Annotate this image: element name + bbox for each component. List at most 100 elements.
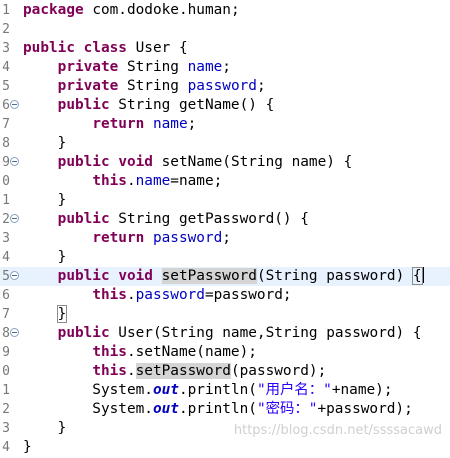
code-token: setName(String name) { bbox=[152, 154, 353, 170]
line-number: 3 bbox=[2, 421, 10, 436]
code-line[interactable]: 8 public User(String name,String passwor… bbox=[0, 324, 450, 343]
code-token bbox=[23, 306, 58, 322]
code-token: public bbox=[57, 97, 110, 113]
code-line[interactable]: 3 } bbox=[0, 419, 450, 438]
code-token: private bbox=[57, 59, 119, 75]
code-text: this.setName(name); bbox=[23, 343, 257, 362]
code-text: public class User { bbox=[23, 39, 188, 58]
code-line[interactable]: 1 System.out.println("用户名："+name); bbox=[0, 381, 450, 400]
code-token: } bbox=[23, 135, 67, 151]
fold-collapse-icon[interactable] bbox=[10, 157, 19, 166]
code-token: User(String name,String password) { bbox=[109, 325, 422, 341]
code-text: return password; bbox=[23, 229, 231, 248]
line-number: 5 bbox=[2, 79, 10, 94]
code-token bbox=[23, 344, 92, 360]
code-token: return bbox=[92, 116, 145, 132]
code-token bbox=[23, 97, 58, 113]
code-line[interactable]: 5 private String password; bbox=[0, 77, 450, 96]
line-number: 9 bbox=[2, 155, 10, 170]
code-token bbox=[23, 78, 58, 94]
code-token: .println( bbox=[178, 382, 257, 398]
code-line[interactable]: 6 this.password=password; bbox=[0, 286, 450, 305]
code-token: } bbox=[23, 420, 67, 436]
code-text: } bbox=[23, 305, 68, 324]
code-token bbox=[23, 287, 92, 303]
code-token: System. bbox=[23, 401, 153, 417]
code-token: ; bbox=[187, 116, 197, 132]
code-line[interactable]: 1 } bbox=[0, 191, 450, 210]
fold-collapse-icon[interactable] bbox=[10, 271, 19, 280]
line-number: 3 bbox=[2, 41, 10, 56]
line-number: 2 bbox=[2, 402, 10, 417]
code-token: } bbox=[56, 305, 68, 323]
fold-collapse-icon[interactable] bbox=[10, 100, 19, 109]
code-token bbox=[110, 154, 119, 170]
code-text: System.out.println("用户名："+name); bbox=[23, 381, 393, 400]
code-text: package com.dodoke.human; bbox=[23, 1, 240, 20]
code-token bbox=[23, 173, 92, 189]
line-number: 1 bbox=[2, 3, 10, 18]
code-text: System.out.println("密码："+password); bbox=[23, 400, 412, 419]
code-token: . bbox=[126, 173, 136, 189]
code-token: (String password) bbox=[256, 268, 413, 284]
line-number: 1 bbox=[2, 193, 10, 208]
code-line[interactable]: 5 public void setPassword(String passwor… bbox=[0, 267, 450, 286]
line-number: 7 bbox=[2, 117, 10, 132]
code-token: String getName() { bbox=[109, 97, 275, 113]
code-line[interactable]: 7 return name; bbox=[0, 115, 450, 134]
code-token: =password; bbox=[204, 287, 292, 303]
code-line[interactable]: 4} bbox=[0, 438, 450, 457]
code-text: } bbox=[23, 134, 67, 153]
code-text: public void setName(String name) { bbox=[23, 153, 353, 172]
code-token: this bbox=[92, 173, 127, 189]
code-line[interactable]: 9 public void setName(String name) { bbox=[0, 153, 450, 172]
code-token: password bbox=[135, 287, 205, 303]
code-token: System. bbox=[23, 382, 153, 398]
code-line[interactable]: 0 this.name=name; bbox=[0, 172, 450, 191]
code-line[interactable]: 1 package com.dodoke.human; bbox=[0, 1, 450, 20]
code-line[interactable]: 4 } bbox=[0, 248, 450, 267]
code-token: ; bbox=[222, 230, 231, 246]
code-line[interactable]: 0 this.setPassword(password); bbox=[0, 362, 450, 381]
code-token bbox=[153, 268, 162, 284]
line-number: 0 bbox=[2, 174, 10, 189]
code-token: . bbox=[126, 287, 136, 303]
code-token: .setName(name); bbox=[126, 344, 257, 360]
code-line[interactable]: 2 System.out.println("密码："+password); bbox=[0, 400, 450, 419]
code-token: setPassword bbox=[161, 268, 257, 284]
fold-collapse-icon[interactable] bbox=[10, 328, 19, 337]
code-token: } bbox=[23, 249, 67, 265]
code-text: } bbox=[23, 438, 32, 457]
code-token: } bbox=[23, 439, 32, 455]
line-number: 4 bbox=[2, 250, 10, 265]
line-number: 2 bbox=[2, 212, 10, 227]
fold-collapse-icon[interactable] bbox=[10, 214, 19, 223]
code-line[interactable]: 2 public String getPassword() { bbox=[0, 210, 450, 229]
code-line[interactable]: 9 this.setName(name); bbox=[0, 343, 450, 362]
code-token: void bbox=[118, 268, 153, 284]
code-line[interactable]: 8 } bbox=[0, 134, 450, 153]
code-line[interactable]: 2 bbox=[0, 20, 450, 39]
code-line[interactable]: 7 } bbox=[0, 305, 450, 324]
code-token: setPassword bbox=[135, 363, 231, 379]
code-token: String bbox=[118, 78, 188, 94]
code-token bbox=[23, 230, 92, 246]
code-token: "用户名：" bbox=[256, 382, 332, 398]
code-token: public bbox=[57, 154, 110, 170]
code-token: +name); bbox=[331, 382, 393, 398]
code-token: public bbox=[57, 325, 110, 341]
code-line[interactable]: 3 return password; bbox=[0, 229, 450, 248]
code-text: this.password=password; bbox=[23, 286, 292, 305]
code-text: } bbox=[23, 419, 67, 438]
code-token: class bbox=[83, 40, 127, 56]
code-line[interactable]: 6 public String getName() { bbox=[0, 96, 450, 115]
line-number: 3 bbox=[2, 231, 10, 246]
code-token: this bbox=[92, 363, 127, 379]
code-line[interactable]: 4 private String name; bbox=[0, 58, 450, 77]
code-token: .println( bbox=[178, 401, 257, 417]
code-token: public bbox=[23, 40, 75, 56]
code-line[interactable]: 3 public class User { bbox=[0, 39, 450, 58]
code-token: public bbox=[57, 268, 110, 284]
line-number: 4 bbox=[2, 440, 10, 455]
